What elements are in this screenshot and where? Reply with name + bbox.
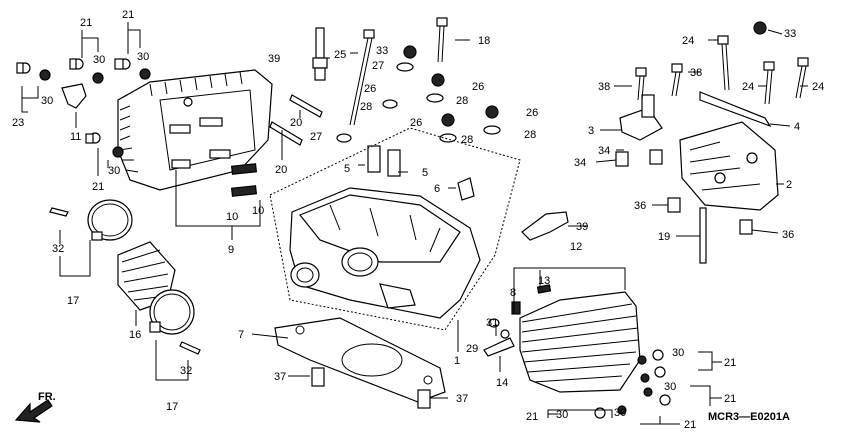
callout-36: 36: [782, 229, 794, 241]
callout-21: 21: [684, 419, 696, 431]
spark-plug-front: [521, 211, 569, 241]
callout-30: 30: [93, 54, 105, 66]
callout-21: 21: [92, 181, 104, 193]
callout-21: 21: [724, 393, 736, 405]
callout-26: 26: [472, 81, 484, 93]
cylinder-head: [269, 127, 521, 331]
callout-38: 38: [690, 67, 702, 79]
callout-25: 25: [334, 49, 346, 61]
callout-7: 7: [238, 329, 244, 341]
diagram-code: MCR3—E0201A: [708, 411, 790, 423]
callout-21: 21: [122, 9, 134, 21]
callout-17: 17: [166, 401, 178, 413]
callout-30: 30: [556, 409, 568, 421]
dowel-pins: [311, 149, 753, 409]
callout-30: 30: [41, 95, 53, 107]
front-direction-arrow: FR.: [14, 391, 56, 423]
callout-36: 36: [634, 200, 646, 212]
callout-34: 34: [598, 145, 610, 157]
bolt-group-top-left: [16, 58, 151, 158]
callout-14: 14: [496, 377, 508, 389]
callout-33: 33: [784, 28, 796, 40]
callout-10: 10: [252, 205, 264, 217]
intake-clamp-lower: [149, 289, 195, 335]
callout-39: 39: [576, 221, 588, 233]
callout-26: 26: [364, 83, 376, 95]
callout-32: 32: [52, 243, 64, 255]
oil-tube: [699, 91, 772, 128]
callout-38: 38: [598, 81, 610, 93]
callout-21: 21: [526, 411, 538, 423]
callout-10: 10: [226, 211, 238, 223]
callout-5: 5: [422, 167, 428, 179]
head-cover: [117, 69, 273, 191]
callout-37: 37: [274, 371, 286, 383]
callout-1: 1: [454, 355, 460, 367]
callout-4: 4: [794, 121, 800, 133]
callout-30: 30: [108, 165, 120, 177]
rubber-blocks: [230, 163, 258, 197]
callout-23: 23: [12, 117, 24, 129]
leader-lines: [21, 22, 808, 425]
rocker-arm-holder: [679, 121, 779, 264]
callout-3: 3: [588, 125, 594, 137]
callout-12: 12: [570, 241, 582, 253]
right-bolts: [635, 35, 809, 105]
callout-30: 30: [137, 51, 149, 63]
callout-6: 6: [434, 183, 440, 195]
callout-21: 21: [80, 17, 92, 29]
callout-labels: 21 30 21 30 33 39 25 18 27 26 28 26 28 2…: [12, 9, 824, 431]
callout-13: 13: [538, 275, 550, 287]
long-bolts: [349, 17, 448, 126]
intake-clamp-upper: [87, 199, 133, 241]
front-head-cover: [519, 291, 641, 393]
callout-33: 33: [376, 45, 388, 57]
callout-30: 30: [614, 407, 626, 419]
callout-24: 24: [682, 35, 694, 47]
callout-24: 24: [742, 81, 754, 93]
callout-20: 20: [275, 164, 287, 176]
callout-28: 28: [461, 134, 473, 146]
callout-19: 19: [658, 231, 670, 243]
callout-34: 34: [574, 157, 586, 169]
callout-18: 18: [478, 35, 490, 47]
front-label: FR.: [38, 391, 56, 403]
studs: [269, 94, 323, 146]
callout-39: 39: [268, 53, 280, 65]
callout-26: 26: [410, 117, 422, 129]
callout-21: 21: [724, 357, 736, 369]
callout-28: 28: [524, 129, 536, 141]
callout-30: 30: [664, 381, 676, 393]
valve-guides: [367, 145, 475, 201]
callout-28: 28: [360, 101, 372, 113]
callout-24: 24: [812, 81, 824, 93]
callout-29: 29: [466, 343, 478, 355]
callout-2: 2: [786, 179, 792, 191]
nuts-and-washers: [336, 21, 767, 143]
callout-5: 5: [344, 163, 350, 175]
callout-37: 37: [456, 393, 468, 405]
callout-30: 30: [672, 347, 684, 359]
spark-plug-rear: [312, 27, 328, 81]
callout-16: 16: [129, 329, 141, 341]
callout-27: 27: [372, 60, 384, 72]
callout-20: 20: [290, 117, 302, 129]
callout-8: 8: [510, 287, 516, 299]
callout-31: 31: [486, 317, 498, 329]
callout-27: 27: [310, 131, 322, 143]
callout-17: 17: [67, 295, 79, 307]
callout-11: 11: [70, 131, 81, 143]
rocker-shaft-bracket: [619, 94, 663, 141]
callout-9: 9: [228, 244, 234, 256]
head-gasket: [274, 317, 446, 403]
callout-28: 28: [456, 95, 468, 107]
screws-left: [49, 207, 201, 355]
callout-26: 26: [526, 107, 538, 119]
callout-32: 32: [180, 365, 192, 377]
